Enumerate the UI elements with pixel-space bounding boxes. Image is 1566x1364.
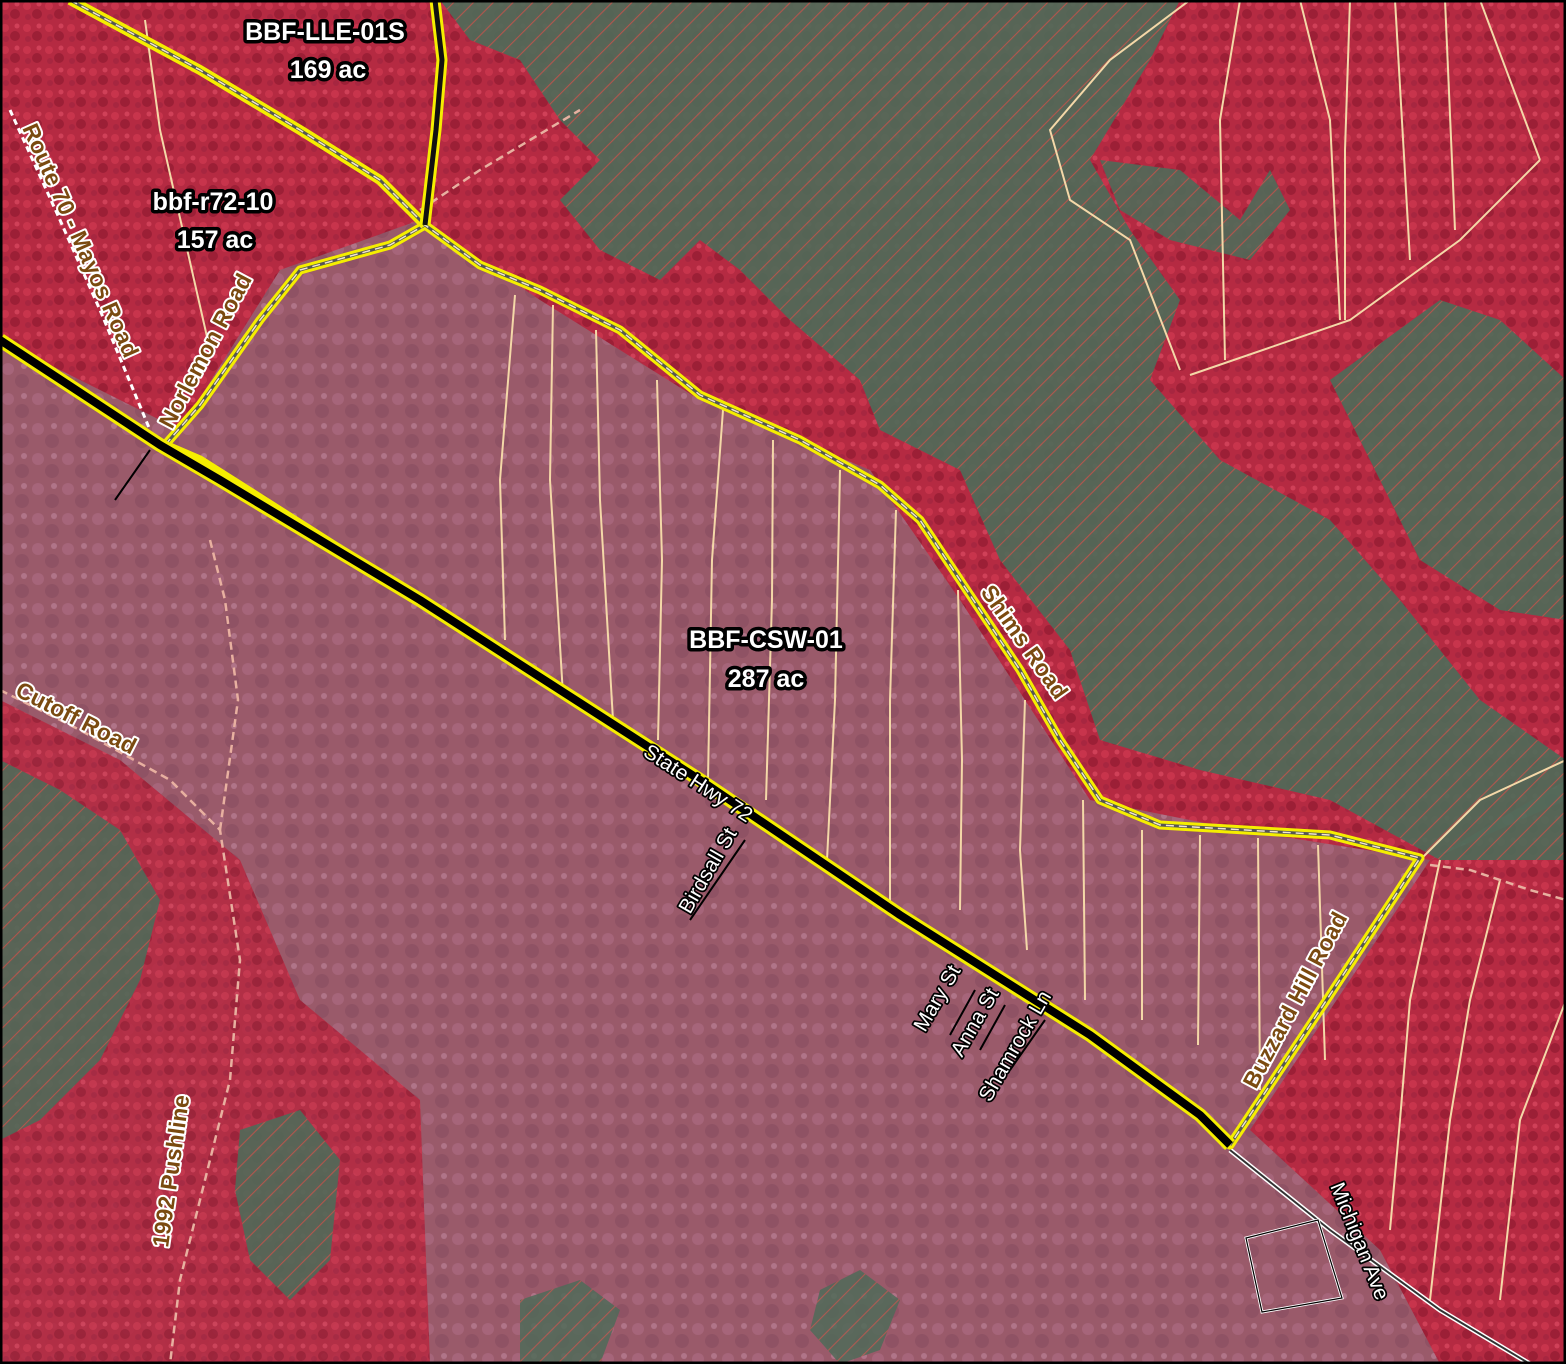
wetland-area [1100,160,1290,260]
wetland-area [1330,300,1566,620]
stand-label-csw-id: BBF-CSW-01 [689,626,843,654]
wetland-area [440,0,1566,860]
wetland-area [235,1110,340,1300]
stand-label-lle-id: BBF-LLE-01S [245,18,405,46]
route70-line [8,109,152,431]
wetland-area [810,1270,900,1364]
hwy72-line [0,334,1235,1150]
trails [0,108,1566,1364]
stand-lines [144,0,1566,1301]
street-ticks [114,449,1046,1071]
stand-label-r72-area: 157 ac [177,226,254,254]
stand-boundary-upper [67,0,448,229]
wetland-area [0,760,160,1140]
forest-area [1250,800,1566,1364]
stand-label-csw-area: 287 ac [728,665,805,693]
wetland-area [520,1280,620,1364]
stand-label-lle-area: 169 ac [290,56,367,84]
stand-label-r72-id: bbf-r72-10 [153,188,274,216]
